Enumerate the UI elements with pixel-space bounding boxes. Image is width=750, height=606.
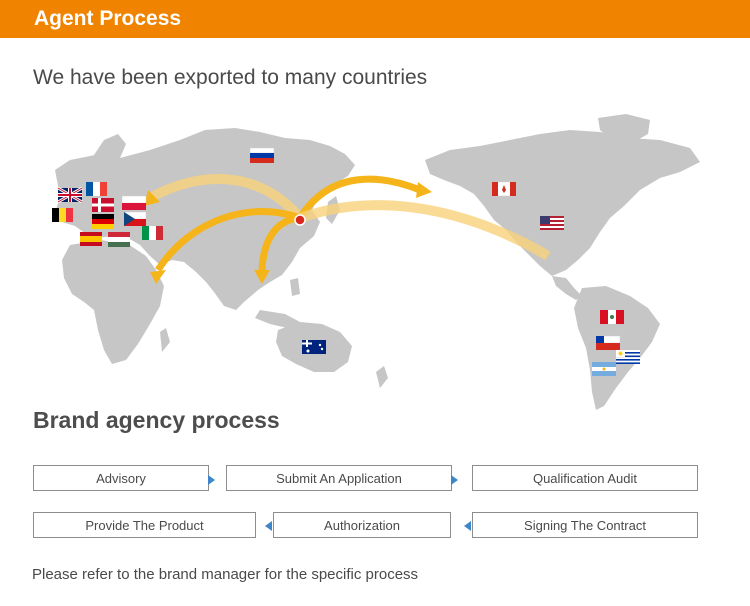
- world-map: [0, 110, 750, 415]
- china-origin-marker: [294, 214, 306, 226]
- step-authorization: Authorization: [273, 512, 451, 538]
- arrow-head-africa: [150, 270, 166, 284]
- eurasia-landmass: [55, 128, 355, 310]
- arrow-head-europe: [144, 190, 160, 206]
- page-title: Agent Process: [34, 7, 182, 30]
- arrow-right-icon: [208, 475, 215, 485]
- central-america: [552, 276, 582, 300]
- route-to-europe: [147, 174, 304, 222]
- italy-flag-icon: [142, 226, 163, 240]
- world-map-graphic: [52, 114, 700, 410]
- czech-flag-icon: [123, 211, 147, 226]
- step-submit-application: Submit An Application: [226, 465, 452, 491]
- peru-flag-icon: [600, 310, 624, 324]
- germany-flag-icon: [92, 214, 114, 229]
- new-zealand: [376, 366, 388, 388]
- step-qualification-audit: Qualification Audit: [472, 465, 698, 491]
- arrow-left-icon: [265, 521, 272, 531]
- denmark-flag-icon: [92, 198, 114, 212]
- step-provide-product: Provide The Product: [33, 512, 256, 538]
- hungary-flag-icon: [108, 232, 130, 247]
- philippines: [290, 278, 300, 296]
- arrow-left-icon: [464, 521, 471, 531]
- scandinavia: [92, 134, 126, 164]
- belgium-flag-icon: [52, 208, 73, 222]
- chile-flag-icon: [595, 335, 621, 350]
- poland-flag-icon: [121, 195, 147, 210]
- route-to-africa: [155, 208, 302, 272]
- route-to-usa: [298, 200, 551, 261]
- footer-note: Please refer to the brand manager for th…: [32, 566, 419, 583]
- africa-landmass: [62, 240, 164, 364]
- export-routes: [144, 174, 551, 284]
- route-to-canada: [297, 175, 422, 220]
- north-america-landmass: [425, 130, 700, 276]
- russia-flag-icon: [249, 147, 275, 163]
- continents: [55, 114, 700, 410]
- uruguay-flag-icon: [616, 350, 640, 364]
- usa-flag-icon: [540, 216, 564, 230]
- arrow-head-south-asia: [254, 270, 270, 284]
- step-signing-contract: Signing The Contract: [472, 512, 698, 538]
- process-section-title: Brand agency process: [33, 407, 280, 433]
- arrow-right-icon: [451, 475, 458, 485]
- canada-flag-icon: [491, 181, 517, 197]
- arrow-head-canada: [416, 182, 432, 198]
- uk-flag-icon: [57, 186, 83, 204]
- indonesia: [255, 310, 300, 330]
- country-flags: [52, 147, 640, 376]
- madagascar: [160, 328, 170, 352]
- greenland: [598, 114, 650, 144]
- argentina-flag-icon: [592, 362, 616, 376]
- header-bar: Agent Process: [0, 0, 750, 38]
- route-to-south-asia: [258, 214, 301, 275]
- export-section-title: We have been exported to many countries: [33, 66, 428, 89]
- step-advisory: Advisory: [33, 465, 209, 491]
- france-flag-icon: [86, 182, 107, 196]
- spain-flag-icon: [80, 232, 102, 246]
- australia-flag-icon: [302, 340, 326, 354]
